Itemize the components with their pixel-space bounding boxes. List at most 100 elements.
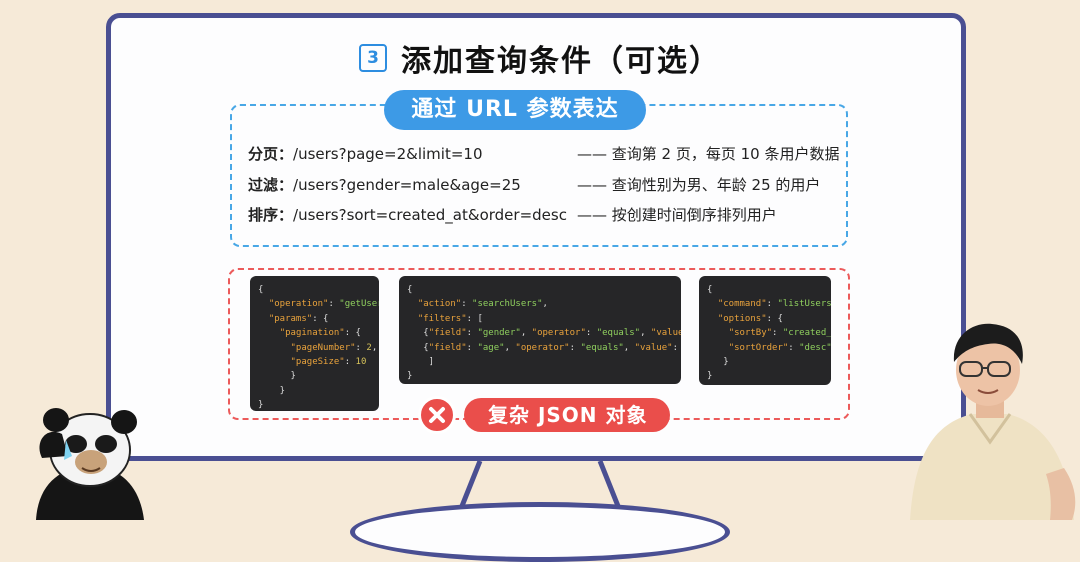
code-line: }	[707, 355, 823, 369]
code-punct: }	[258, 385, 286, 396]
code-key: "pageNumber"	[290, 342, 356, 353]
url-row-label: 排序：	[248, 206, 294, 224]
monitor-stand-neck	[440, 461, 640, 506]
code-key: "params"	[268, 313, 313, 324]
code-punct: :	[766, 299, 778, 310]
code-punct: }	[707, 371, 713, 382]
code-key: "pageSize"	[290, 357, 345, 368]
code-string: "getUsers"	[339, 299, 379, 310]
code-string: "searchUsers"	[472, 299, 543, 310]
code-number: 10	[355, 357, 367, 368]
json-warning-badge: 复杂 JSON 对象	[464, 398, 670, 432]
code-line: "options": {	[707, 312, 823, 326]
code-line: }	[258, 398, 371, 411]
code-line: "operation": "getUsers",	[258, 297, 379, 311]
code-punct: : {	[344, 328, 361, 339]
code-punct: : [	[466, 313, 483, 324]
code-punct	[707, 328, 729, 338]
code-key: "operation"	[268, 299, 329, 310]
code-key: "action"	[417, 299, 462, 310]
code-block-list-users: { "command": "listUsers", "options": { "…	[699, 276, 831, 385]
code-punct: {	[407, 285, 413, 295]
code-punct	[258, 299, 269, 309]
code-key: "value"	[650, 328, 681, 339]
code-key: "value"	[634, 342, 673, 353]
code-line: }	[258, 384, 371, 398]
step-number-badge: 3	[359, 44, 387, 72]
code-key: "options"	[717, 313, 767, 324]
code-line: }	[407, 369, 673, 383]
code-punct: ,	[371, 342, 378, 353]
code-line: "sortBy": "created_at",	[707, 326, 831, 340]
code-punct: :	[569, 342, 581, 353]
code-line: {"field": "gender", "operator": "equals"…	[407, 326, 681, 340]
code-line: "pageSize": 10	[258, 355, 371, 369]
code-key: "command"	[717, 299, 767, 310]
code-string: "age"	[477, 342, 505, 353]
code-punct: ,	[623, 342, 635, 353]
code-key: "operator"	[531, 328, 586, 339]
code-punct: :	[466, 328, 478, 339]
code-string: "equals"	[596, 328, 641, 339]
code-line: ]	[407, 355, 673, 369]
close-icon	[418, 396, 456, 434]
code-key: "sortOrder"	[728, 342, 789, 353]
json-warning-label: 复杂 JSON 对象	[488, 403, 648, 427]
code-punct: :	[355, 342, 367, 353]
code-line: "filters": [	[407, 312, 673, 326]
code-punct: ,	[640, 328, 651, 339]
code-line: "pagination": {	[258, 326, 371, 340]
monitor-screen	[106, 13, 966, 461]
code-key: "field"	[428, 342, 467, 353]
url-row-url: /users?page=2&limit=10	[293, 145, 483, 163]
code-line: "params": {	[258, 312, 371, 326]
code-string: "listUsers"	[777, 299, 831, 310]
code-block-search-users: { "action": "searchUsers", "filters": [ …	[399, 276, 681, 384]
code-punct: :	[344, 357, 356, 368]
code-line: "action": "searchUsers",	[407, 297, 673, 311]
code-line: }	[707, 369, 823, 383]
panda-meme-icon	[28, 398, 148, 520]
code-punct	[258, 314, 269, 324]
code-punct	[707, 343, 729, 353]
person-illustration	[900, 318, 1080, 520]
code-punct: }	[707, 357, 729, 368]
url-row-pagination: 分页：/users?page=2&limit=10 —— 查询第 2 页，每页 …	[248, 143, 839, 167]
code-key: "sortBy"	[728, 328, 773, 339]
code-key: "field"	[428, 328, 467, 339]
url-row-filter: 过滤：/users?gender=male&age=25 —— 查询性别为男、年…	[248, 174, 820, 198]
code-punct	[258, 343, 291, 353]
code-key: "pagination"	[279, 328, 345, 339]
code-key: "filters"	[417, 313, 467, 324]
code-number: 2	[366, 342, 372, 353]
code-punct	[707, 299, 718, 309]
code-string: "equals"	[580, 342, 624, 353]
code-punct: : {	[766, 313, 783, 324]
code-punct: {	[407, 328, 429, 339]
code-punct: }	[258, 371, 296, 382]
code-string: "desc"	[799, 342, 831, 353]
code-punct: }	[407, 371, 413, 382]
code-punct	[407, 314, 418, 324]
monitor-stand-base	[350, 502, 730, 562]
code-punct: :	[466, 342, 478, 353]
url-row-url: /users?gender=male&age=25	[293, 176, 521, 194]
code-punct: ,	[542, 299, 548, 310]
code-line: "pageNumber": 2,	[258, 341, 378, 355]
code-line: "command": "listUsers",	[707, 297, 831, 311]
code-punct: :	[328, 299, 340, 310]
code-punct: : {	[312, 313, 329, 324]
url-row-label: 分页：	[248, 145, 294, 163]
code-punct: :	[772, 328, 783, 339]
code-punct: :	[585, 328, 597, 339]
code-punct	[258, 328, 280, 338]
code-punct: ]	[407, 357, 435, 368]
code-line: {	[407, 283, 673, 297]
url-params-heading: 通过 URL 参数表达	[384, 90, 646, 130]
code-line: {"field": "age", "operator": "equals", "…	[407, 341, 678, 355]
code-punct: {	[407, 342, 429, 353]
code-punct	[707, 314, 718, 324]
code-block-get-users: { "operation": "getUsers", "params": { "…	[250, 276, 379, 411]
code-string: "created_at"	[782, 328, 831, 339]
